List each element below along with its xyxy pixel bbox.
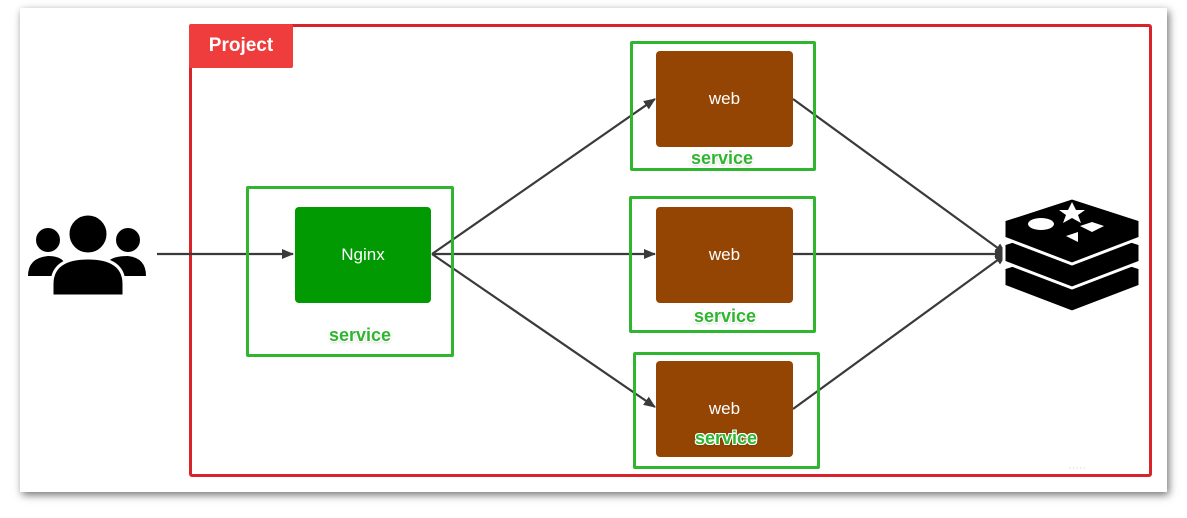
web-service-label-2: service xyxy=(693,306,757,326)
web-node-1: web xyxy=(656,51,793,147)
web-service-label-1: service xyxy=(690,148,754,168)
diagram-card xyxy=(20,8,1167,492)
project-boundary xyxy=(189,24,1152,477)
arrow-nginx-to-web-1 xyxy=(431,98,656,255)
nginx-node: Nginx xyxy=(295,207,431,303)
nginx-service-box xyxy=(246,186,454,357)
web-node-2: web xyxy=(656,207,793,303)
web-node-3: web xyxy=(656,361,793,457)
project-label: Project xyxy=(189,24,293,68)
web-service-box-2 xyxy=(629,196,816,333)
web-service-box-3 xyxy=(633,352,820,469)
arrow-nginx-to-web-3 xyxy=(431,253,656,408)
watermark: ····· xyxy=(1068,462,1087,474)
web-service-box-1 xyxy=(630,41,816,171)
nginx-service-label: service xyxy=(328,325,392,345)
web-service-label-3: service xyxy=(694,428,758,448)
arrow-web-3-to-db xyxy=(792,253,1007,410)
arrow-web-1-to-db xyxy=(792,98,1007,255)
